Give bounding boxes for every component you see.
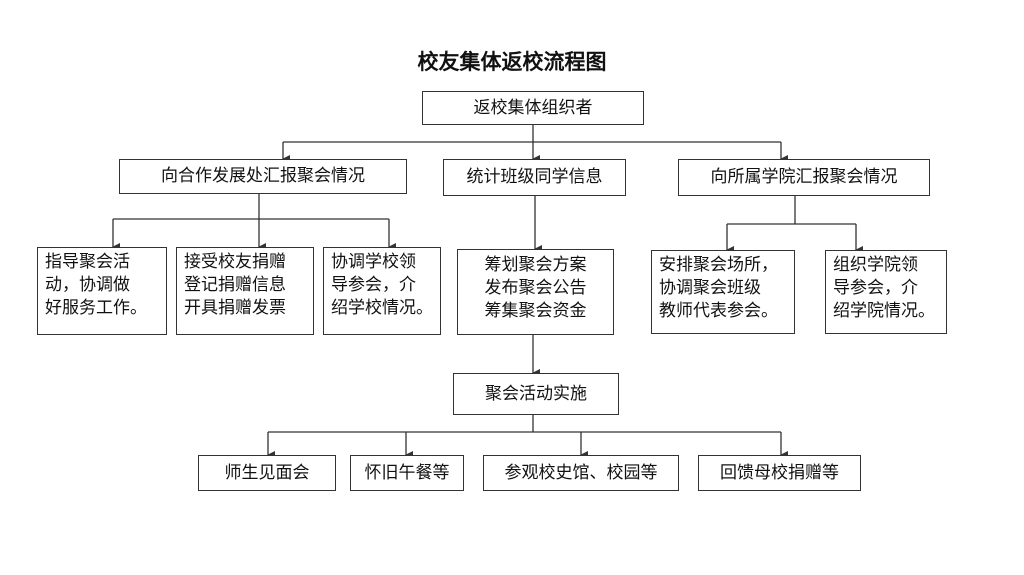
node-meet-teachers: 师生见面会	[198, 455, 336, 491]
node-nostalgic-meal: 怀旧午餐等	[350, 455, 464, 491]
node-collect-info: 统计班级同学信息	[443, 159, 626, 196]
node-plan-party: 筹划聚会方案 发布聚会公告 筹集聚会资金	[457, 249, 614, 335]
node-visit-campus: 参观校史馆、校园等	[483, 455, 679, 491]
node-organizer: 返校集体组织者	[422, 91, 644, 125]
node-coordinate-leaders: 协调学校领 导参会，介 绍学校情况。	[323, 247, 441, 335]
node-give-back: 回馈母校捐赠等	[698, 455, 861, 491]
node-organize-college-leaders: 组织学院领 导参会，介 绍学院情况。	[825, 250, 947, 334]
node-guide-activity: 指导聚会活 动，协调做 好服务工作。	[37, 247, 167, 335]
page-title: 校友集体返校流程图	[417, 50, 607, 74]
node-arrange-venue: 安排聚会场所， 协调聚会班级 教师代表参会。	[651, 250, 795, 334]
node-implement: 聚会活动实施	[453, 373, 619, 415]
node-accept-donation: 接受校友捐赠 登记捐赠信息 开具捐赠发票	[176, 247, 314, 335]
node-report-college: 向所属学院汇报聚会情况	[678, 159, 930, 196]
node-report-cooperation: 向合作发展处汇报聚会情况	[119, 159, 407, 194]
